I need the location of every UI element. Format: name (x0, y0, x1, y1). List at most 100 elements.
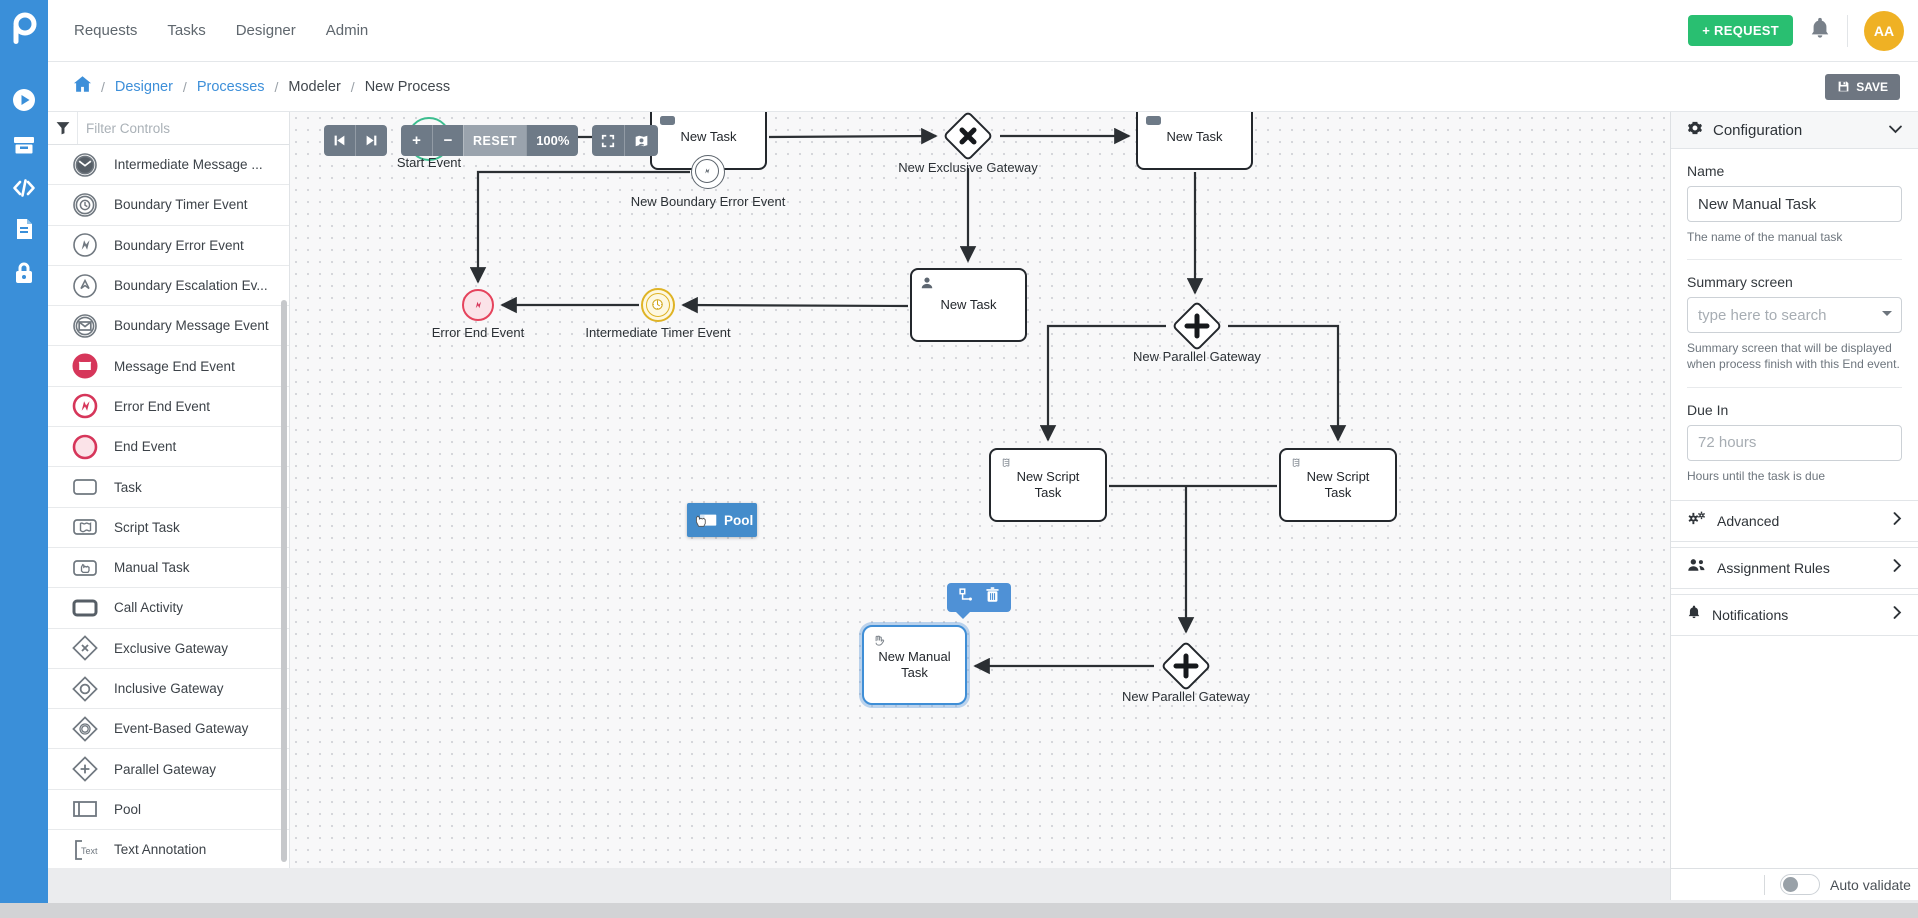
zoom-reset-button[interactable]: RESET (463, 125, 527, 156)
sequence-flow[interactable] (469, 170, 690, 284)
shape-label: New Parallel Gateway (1122, 689, 1250, 704)
due-in-label: Due In (1687, 401, 1729, 418)
control-message-end-event[interactable]: Message End Event (48, 346, 289, 387)
inclusive-gateway-icon (70, 674, 100, 704)
control-pool[interactable]: Pool (48, 789, 289, 831)
sequence-flow[interactable] (1228, 324, 1347, 442)
control-boundary-error-event[interactable]: Boundary Error Event (48, 225, 289, 266)
name-field-label: Name (1687, 163, 1725, 179)
footer-band (48, 868, 1918, 903)
assignment-rules-accordion[interactable]: Assignment Rules (1671, 546, 1918, 589)
save-button[interactable]: SAVE (1825, 73, 1900, 100)
control-event-based-gateway[interactable]: Event-Based Gateway (48, 709, 289, 750)
summary-screen-help-text: Summary screen that will be displayed wh… (1687, 341, 1900, 372)
name-help-text: The name of the manual task (1687, 230, 1843, 244)
advanced-label: Advanced (1717, 512, 1780, 529)
notifications-bell-icon[interactable] (1809, 16, 1831, 45)
home-icon[interactable] (74, 76, 91, 97)
pool-drag-ghost[interactable]: Pool (687, 503, 757, 537)
zoom-out-button[interactable]: − (432, 125, 463, 156)
notifications-accordion[interactable]: Notifications (1671, 593, 1918, 636)
nav-designer[interactable]: Designer (235, 22, 296, 39)
sequence-flow[interactable] (681, 296, 909, 314)
processes-play-icon[interactable] (12, 88, 36, 112)
control-parallel-gateway[interactable]: Parallel Gateway (48, 749, 289, 790)
due-in-help-text: Hours until the task is due (1687, 468, 1826, 483)
new-request-button[interactable]: + REQUEST (1688, 15, 1793, 46)
auto-validate-toggle[interactable] (1780, 874, 1820, 895)
control-error-end-event[interactable]: Error End Event (48, 386, 289, 428)
sequence-flow[interactable] (1039, 324, 1166, 442)
control-script-task[interactable]: Script Task (48, 507, 289, 548)
delete-element-icon[interactable] (985, 587, 1000, 608)
configuration-title: Configuration (1713, 121, 1803, 139)
summary-screen-select[interactable] (1687, 297, 1902, 334)
nav-requests[interactable]: Requests (74, 22, 138, 39)
configuration-accordion-header[interactable]: Configuration (1671, 112, 1918, 149)
control-intermediate-message-event[interactable]: Intermediate Message ... (48, 145, 289, 186)
script-marker-icon (1289, 456, 1304, 475)
breadcrumb: / Designer / Processes / Modeler / New P… (48, 62, 1918, 112)
shape-error-end-event[interactable] (462, 289, 494, 321)
shape-new-script-task[interactable]: New Script Task (989, 448, 1107, 522)
control-boundary-escalation-event[interactable]: Boundary Escalation Ev... (48, 265, 289, 307)
shape-new-task[interactable]: New Task (1136, 112, 1253, 170)
shape-new-script-task[interactable]: New Script Task (1279, 448, 1397, 522)
users-icon (1687, 558, 1706, 577)
control-inclusive-gateway[interactable]: Inclusive Gateway (48, 668, 289, 710)
call-activity-icon (70, 593, 100, 623)
document-icon[interactable] (12, 217, 36, 241)
name-input[interactable] (1687, 186, 1902, 222)
archive-icon[interactable] (12, 133, 36, 157)
advanced-accordion[interactable]: Advanced (1671, 499, 1918, 542)
breadcrumb-processes[interactable]: Processes (196, 78, 265, 95)
due-in-input[interactable] (1687, 424, 1902, 461)
control-text-annotation[interactable]: Text Text Annotation (48, 830, 289, 871)
shape-label: Start Event (396, 155, 462, 170)
shape-new-parallel-gateway[interactable] (1171, 300, 1223, 352)
gear-icon (1687, 120, 1703, 141)
processmaker-logo[interactable] (0, 0, 48, 56)
step-back-button[interactable] (324, 125, 355, 156)
minimap-button[interactable] (624, 125, 659, 156)
nav-admin[interactable]: Admin (325, 22, 369, 39)
step-forward-button[interactable] (355, 125, 387, 156)
control-boundary-message-event[interactable]: Boundary Message Event (48, 306, 289, 347)
script-marker-icon (999, 456, 1014, 475)
notifications-label: Notifications (1712, 606, 1789, 623)
avatar[interactable]: AA (1864, 10, 1904, 51)
end-event-icon (70, 432, 100, 462)
shape-new-exclusive-gateway[interactable] (942, 112, 994, 162)
code-icon[interactable] (12, 176, 36, 200)
connect-flow-icon[interactable] (958, 587, 975, 609)
modeler-canvas[interactable]: Start Event New Task New Boundary Error … (290, 112, 1670, 868)
boundary-error-event-icon (70, 230, 100, 260)
grab-cursor-icon (695, 512, 717, 528)
control-call-activity[interactable]: Call Activity (48, 588, 289, 629)
shape-new-task[interactable]: New Task (910, 268, 1027, 342)
controls-scrollbar[interactable] (281, 300, 287, 862)
nav-tasks[interactable]: Tasks (167, 22, 206, 39)
sequence-flow[interactable] (768, 127, 938, 145)
control-boundary-timer-event[interactable]: Boundary Timer Event (48, 185, 289, 226)
control-end-event[interactable]: End Event (48, 427, 289, 468)
control-task[interactable]: Task (48, 467, 289, 508)
breadcrumb-designer[interactable]: Designer (114, 78, 173, 95)
lock-icon[interactable] (12, 261, 36, 285)
chevron-down-icon (1889, 121, 1902, 139)
floppy-icon (1838, 81, 1849, 92)
sequence-flows (429, 127, 1347, 675)
shape-new-parallel-gateway[interactable] (1160, 640, 1212, 692)
chevron-right-icon (1893, 558, 1902, 577)
top-navbar: Requests Tasks Designer Admin + REQUEST … (48, 0, 1918, 62)
fit-to-screen-button[interactable] (592, 125, 625, 156)
shape-boundary-error-event[interactable] (691, 155, 725, 189)
filter-controls-input[interactable] (78, 120, 289, 136)
shape-intermediate-timer-event[interactable] (641, 288, 675, 322)
zoom-in-button[interactable]: + (401, 125, 432, 156)
boundary-escalation-event-icon (70, 271, 100, 301)
shape-new-manual-task[interactable]: New Manual Task (862, 625, 967, 705)
control-manual-task[interactable]: Manual Task (48, 547, 289, 589)
intermediate-message-event-icon (70, 150, 100, 180)
control-exclusive-gateway[interactable]: Exclusive Gateway (48, 628, 289, 669)
